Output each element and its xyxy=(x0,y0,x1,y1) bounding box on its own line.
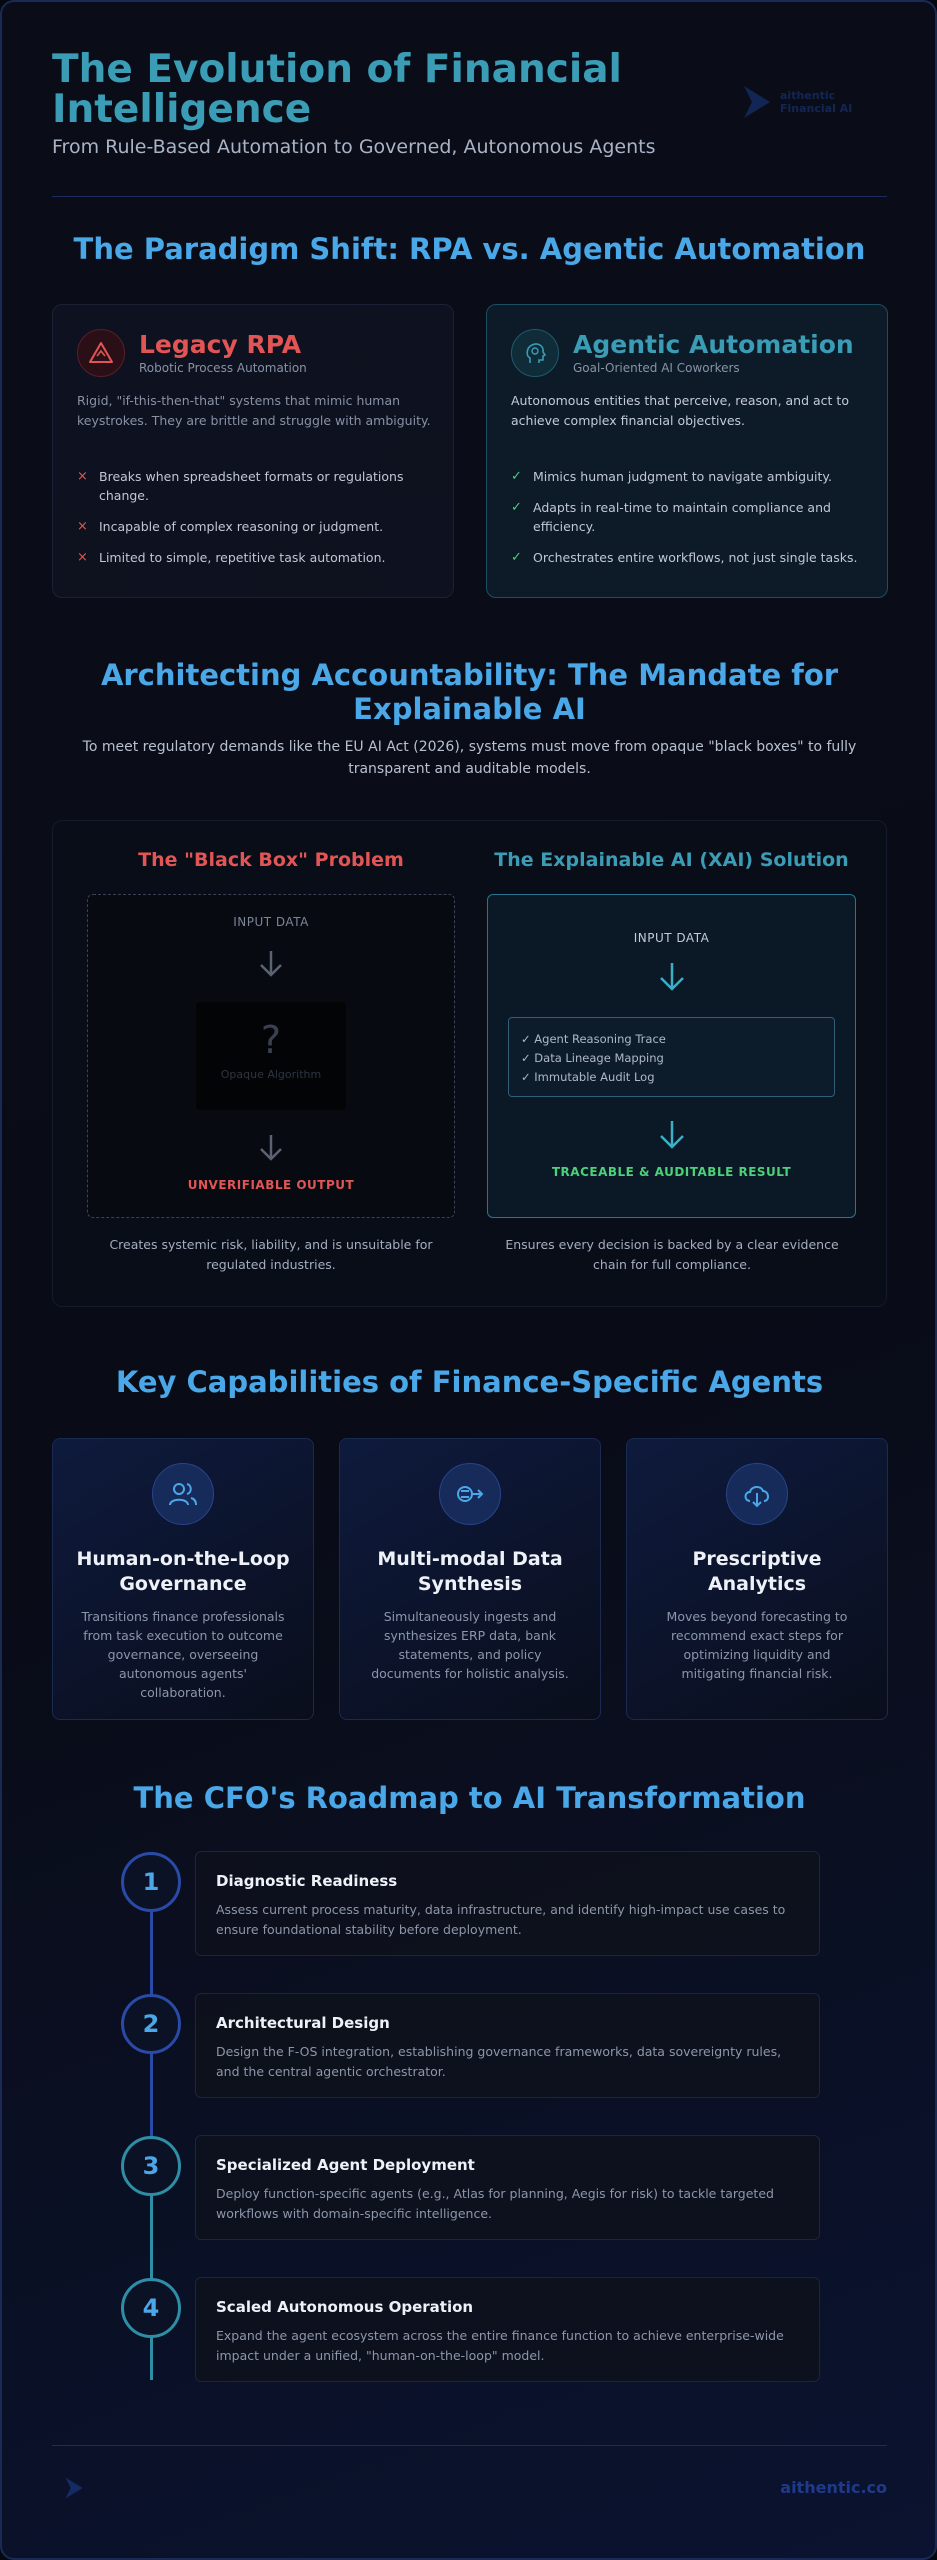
capability-card: Prescriptive Analytics Moves beyond fore… xyxy=(626,1438,888,1720)
reasoning-trace-box: ✓ Agent Reasoning Trace ✓ Data Lineage M… xyxy=(508,1017,835,1097)
agentic-subtitle: Goal-Oriented AI Coworkers xyxy=(573,361,740,375)
footer-divider xyxy=(52,2445,887,2446)
xai-input: INPUT DATA xyxy=(633,931,710,945)
list-item: ×Breaks when spreadsheet formats or regu… xyxy=(77,469,404,503)
step-title: Diagnostic Readiness xyxy=(216,1872,398,1890)
arrow-down-icon xyxy=(659,1121,684,1149)
brand-mark-icon xyxy=(744,86,770,118)
brain-head-icon xyxy=(511,329,559,377)
paradigm-title: The Paradigm Shift: RPA vs. Agentic Auto… xyxy=(73,232,866,266)
capability-description: Simultaneously ingests and synthesizes E… xyxy=(371,1609,569,1681)
opaque-algorithm-box: ? Opaque Algorithm xyxy=(196,1002,346,1110)
header: The Evolution of Financial Intelligence … xyxy=(52,47,892,159)
black-box-input: INPUT DATA xyxy=(233,915,309,929)
trace-item: ✓ Data Lineage Mapping xyxy=(521,1051,664,1065)
trace-item: ✓ Immutable Audit Log xyxy=(521,1070,655,1084)
legacy-rpa-card: Legacy RPA Robotic Process Automation Ri… xyxy=(52,304,454,598)
data-merge-icon xyxy=(439,1463,501,1525)
cloud-download-icon xyxy=(726,1463,788,1525)
divider xyxy=(52,196,887,197)
opaque-algorithm-label: Opaque Algorithm xyxy=(220,1068,322,1081)
list-item: ✓Orchestrates entire workflows, not just… xyxy=(511,550,858,565)
brand-mark-icon xyxy=(65,2477,83,2499)
capabilities-title: Key Capabilities of Finance-Specific Age… xyxy=(115,1365,824,1399)
xai-comparison-panel: The "Black Box" Problem The Explainable … xyxy=(52,820,887,1307)
capability-description: Moves beyond forecasting to recommend ex… xyxy=(666,1609,848,1681)
black-box-note: Creates systemic risk, liability, and is… xyxy=(109,1237,433,1272)
brand-logo: aithentic Financial AI xyxy=(742,84,852,120)
page-subtitle: From Rule-Based Automation to Governed, … xyxy=(52,136,656,158)
step-description: Deploy function-specific agents (e.g., A… xyxy=(216,2186,774,2221)
arrow-down-icon xyxy=(659,963,684,991)
check-icon: ✓ xyxy=(511,550,522,565)
trace-item: ✓ Agent Reasoning Trace xyxy=(521,1032,666,1046)
list-item: ✓Mimics human judgment to navigate ambig… xyxy=(511,469,832,484)
step-number: 3 xyxy=(121,2136,181,2196)
step-number: 1 xyxy=(121,1852,181,1912)
step-description: Assess current process maturity, data in… xyxy=(216,1902,786,1937)
list-item: ×Incapable of complex reasoning or judgm… xyxy=(77,519,384,534)
step-number: 2 xyxy=(121,1994,181,2054)
roadmap-step: Specialized Agent Deployment Deploy func… xyxy=(195,2135,820,2240)
black-box-diagram: INPUT DATA ? Opaque Algorithm UNVERIFIAB… xyxy=(87,894,455,1218)
roadmap-title: The CFO's Roadmap to AI Transformation xyxy=(133,1781,806,1815)
legacy-title: Legacy RPA xyxy=(139,330,302,359)
capability-title: Human-on-the-Loop Governance xyxy=(76,1548,290,1595)
capability-title: Multi-modal Data Synthesis xyxy=(377,1548,563,1595)
warning-icon xyxy=(77,329,125,377)
footer-logo xyxy=(64,2476,84,2500)
black-box-title: The "Black Box" Problem xyxy=(138,849,404,871)
traceable-result: TRACEABLE & AUDITABLE RESULT xyxy=(551,1165,792,1179)
arrow-down-icon xyxy=(260,951,282,977)
users-icon xyxy=(152,1463,214,1525)
check-icon: ✓ xyxy=(511,469,522,484)
brand-line-2: Financial AI xyxy=(780,102,853,115)
xai-note: Ensures every decision is backed by a cl… xyxy=(505,1237,839,1272)
legacy-description: Rigid, "if-this-then-that" systems that … xyxy=(77,393,431,428)
timeline-line xyxy=(150,2145,153,2380)
list-item: ×Limited to simple, repetitive task auto… xyxy=(77,550,386,565)
question-mark-icon: ? xyxy=(260,1018,282,1062)
step-title: Specialized Agent Deployment xyxy=(216,2156,475,2174)
step-description: Expand the agent ecosystem across the en… xyxy=(216,2328,784,2363)
agentic-list: ✓Mimics human judgment to navigate ambig… xyxy=(511,467,863,579)
list-item: ✓Adapts in real-time to maintain complia… xyxy=(511,500,831,534)
capability-card: Multi-modal Data Synthesis Simultaneousl… xyxy=(339,1438,601,1720)
agentic-description: Autonomous entities that perceive, reaso… xyxy=(511,393,849,428)
footer-url[interactable]: aithentic.co xyxy=(780,2478,887,2497)
roadmap-step: Scaled Autonomous Operation Expand the a… xyxy=(195,2277,820,2382)
legacy-subtitle: Robotic Process Automation xyxy=(139,361,307,375)
x-icon: × xyxy=(77,550,88,565)
accountability-title: Architecting Accountability: The Mandate… xyxy=(100,658,839,726)
step-description: Design the F-OS integration, establishin… xyxy=(216,2044,782,2079)
capability-title: Prescriptive Analytics xyxy=(692,1548,822,1595)
arrow-down-icon xyxy=(260,1135,282,1161)
xai-title: The Explainable AI (XAI) Solution xyxy=(494,849,849,871)
roadmap-step: Architectural Design Design the F-OS int… xyxy=(195,1993,820,2098)
agentic-title: Agentic Automation xyxy=(573,330,854,359)
x-icon: × xyxy=(77,469,88,484)
check-icon: ✓ xyxy=(511,500,522,515)
roadmap-step: Diagnostic Readiness Assess current proc… xyxy=(195,1851,820,1956)
legacy-list: ×Breaks when spreadsheet formats or regu… xyxy=(77,467,429,579)
step-title: Architectural Design xyxy=(216,2014,390,2032)
xai-diagram: INPUT DATA ✓ Agent Reasoning Trace ✓ Dat… xyxy=(487,894,856,1218)
accountability-description: To meet regulatory demands like the EU A… xyxy=(82,739,857,777)
step-title: Scaled Autonomous Operation xyxy=(216,2298,474,2316)
step-number: 4 xyxy=(121,2278,181,2338)
capability-card: Human-on-the-Loop Governance Transitions… xyxy=(52,1438,314,1720)
agentic-automation-card: Agentic Automation Goal-Oriented AI Cowo… xyxy=(486,304,888,598)
capability-description: Transitions finance professionals from t… xyxy=(81,1609,285,1700)
x-icon: × xyxy=(77,519,88,534)
page-title: The Evolution of Financial Intelligence xyxy=(52,47,622,132)
unverifiable-output: UNVERIFIABLE OUTPUT xyxy=(187,1178,355,1192)
brand-line-1: aithentic xyxy=(780,89,836,102)
